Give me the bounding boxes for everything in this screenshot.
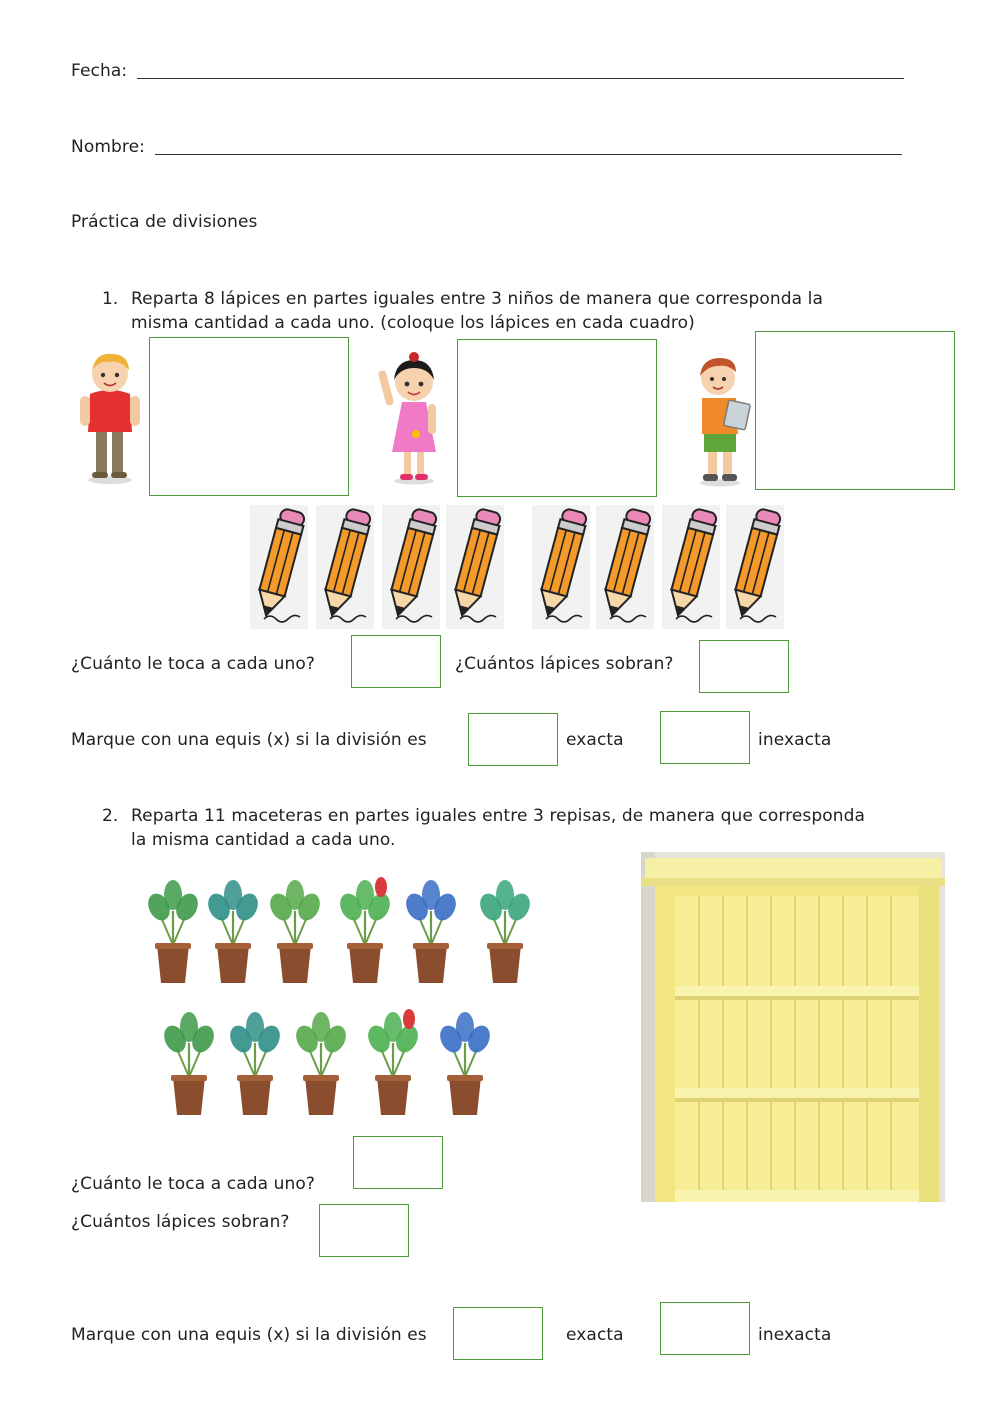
boy-orange-shirt-icon [700, 358, 751, 487]
q2-exact-label: exacta [566, 1325, 624, 1345]
q1-exact-label: exacta [566, 730, 624, 750]
flower-pot-icon[interactable] [161, 1005, 217, 1119]
pencil-icon[interactable] [250, 505, 308, 629]
q1-each-question: ¿Cuánto le toca a cada uno? [71, 654, 316, 674]
q2-exact-checkbox[interactable] [453, 1307, 543, 1360]
q2-text-line2: la misma cantidad a cada uno. [131, 830, 396, 850]
flower-pot-icon[interactable] [365, 1005, 421, 1119]
name-label: Nombre: [71, 137, 145, 157]
q2-left-question: ¿Cuántos lápices sobran? [71, 1212, 290, 1232]
pencil-icon[interactable] [662, 505, 720, 629]
child3-pencil-box[interactable] [755, 331, 955, 490]
flower-pot-icon[interactable] [403, 873, 459, 987]
q2-each-answer-box[interactable] [353, 1136, 443, 1189]
q1-each-answer-box[interactable] [351, 635, 441, 688]
q1-mark-text: Marque con una equis (x) si la división … [71, 730, 427, 750]
flower-pot-icon[interactable] [293, 1005, 349, 1119]
q1-inexact-checkbox[interactable] [660, 711, 750, 764]
q2-each-question: ¿Cuánto le toca a cada uno? [71, 1174, 316, 1194]
flower-pot-icon[interactable] [205, 873, 261, 987]
pencil-icon[interactable] [532, 505, 590, 629]
flower-pots [145, 865, 545, 1125]
flower-pot-icon[interactable] [437, 1005, 493, 1119]
flower-pot-icon[interactable] [227, 1005, 283, 1119]
child1-pencil-box[interactable] [149, 337, 349, 496]
q2-number: 2. [102, 806, 119, 826]
flower-pot-icon[interactable] [145, 873, 201, 987]
boy-red-shirt-icon [80, 353, 140, 484]
child2-pencil-box[interactable] [457, 339, 657, 497]
q1-left-answer-box[interactable] [699, 640, 789, 693]
date-label: Fecha: [71, 61, 128, 81]
date-field-line[interactable] [137, 78, 904, 79]
q1-exact-checkbox[interactable] [468, 713, 558, 766]
flower-pot-icon[interactable] [337, 873, 393, 987]
flower-pot-icon[interactable] [477, 873, 533, 987]
q2-mark-text: Marque con una equis (x) si la división … [71, 1325, 427, 1345]
q2-text-line1: Reparta 11 maceteras en partes iguales e… [131, 806, 866, 826]
pencil-icon[interactable] [446, 505, 504, 629]
q1-text-line2: misma cantidad a cada uno. (coloque los … [131, 313, 695, 333]
q1-text-line1: Reparta 8 lápices en partes iguales entr… [131, 289, 824, 309]
pencil-row [250, 505, 790, 629]
pencil-icon[interactable] [726, 505, 784, 629]
q1-inexact-label: inexacta [758, 730, 832, 750]
q1-left-question: ¿Cuántos lápices sobran? [455, 654, 674, 674]
q2-left-answer-box[interactable] [319, 1204, 409, 1257]
name-field-line[interactable] [155, 154, 902, 155]
q2-inexact-checkbox[interactable] [660, 1302, 750, 1355]
pencil-icon[interactable] [596, 505, 654, 629]
flower-pot-icon[interactable] [267, 873, 323, 987]
pencil-icon[interactable] [316, 505, 374, 629]
worksheet-title: Práctica de divisiones [71, 212, 258, 232]
bookshelf-icon [641, 852, 945, 1202]
pencil-icon[interactable] [382, 505, 440, 629]
girl-pink-dress-icon [378, 352, 436, 485]
q1-number: 1. [102, 289, 119, 309]
q2-inexact-label: inexacta [758, 1325, 832, 1345]
